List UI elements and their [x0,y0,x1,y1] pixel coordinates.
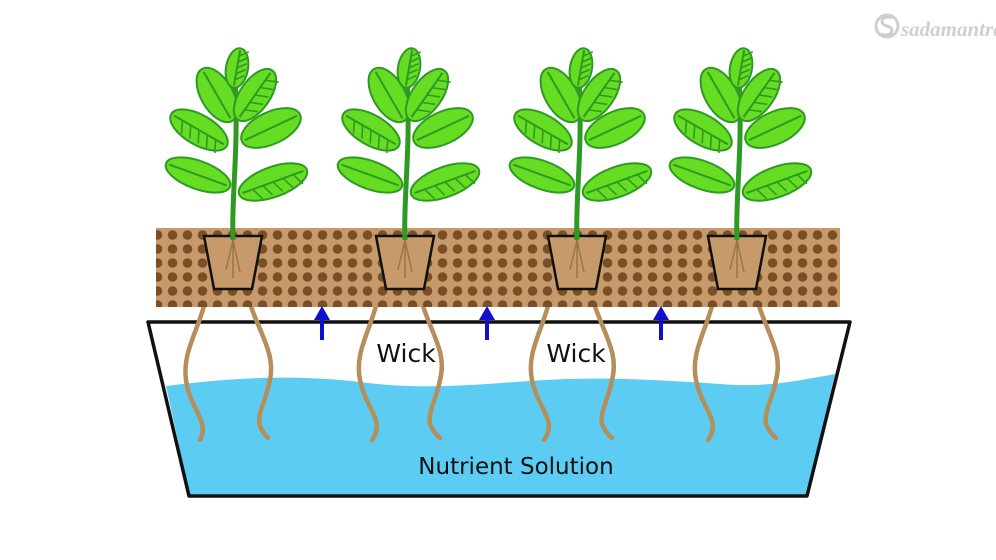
root [751,287,781,441]
plant-icon [508,47,653,241]
nutrient-solution [166,374,835,496]
net-pot [546,234,608,291]
wick-label-right: Wick [546,339,606,368]
wick-label-left: Wick [376,339,436,368]
reservoir [146,320,852,498]
net-pot [374,234,436,291]
net-pot [706,234,768,291]
plant-icon [164,47,309,241]
root [587,287,617,441]
root [415,287,445,441]
up-arrow-icon [314,306,330,340]
root [692,287,719,443]
plant-icon [336,47,481,241]
root [528,287,555,443]
watermark-text: sadamantra [900,17,996,41]
up-arrow-icon [653,306,669,340]
root [243,287,274,441]
up-arrow-icon [479,306,495,340]
capillary-arrows [314,306,669,340]
solution-label: Nutrient Solution [418,454,613,480]
plants [164,47,813,241]
root [356,287,383,443]
net-pots [202,234,768,291]
net-pot [202,234,264,291]
wick-roots [183,287,781,443]
logo-icon [874,13,900,39]
tray-outline [146,320,852,498]
root [183,287,211,443]
plant-icon [668,47,813,241]
watermark: sadamantra [874,13,996,41]
